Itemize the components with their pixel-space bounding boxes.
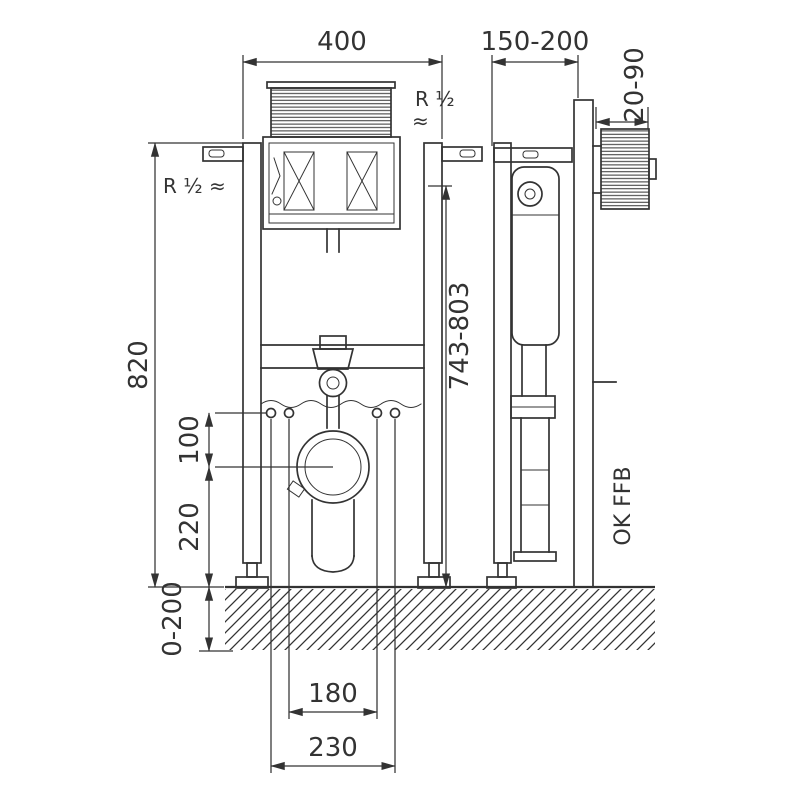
dim-820-label: 820 bbox=[124, 340, 154, 390]
supply-connection-left-label: R ½ ≈ bbox=[163, 174, 226, 198]
floor bbox=[225, 585, 655, 650]
front-left-wall-bracket bbox=[202, 146, 244, 162]
side-base-plate bbox=[486, 576, 517, 589]
flush-bend-socket bbox=[319, 335, 347, 350]
fixing-bolt-outer-right bbox=[389, 407, 401, 419]
dimension-lines bbox=[148, 55, 649, 773]
side-view bbox=[486, 99, 657, 589]
front-left-rail bbox=[242, 142, 262, 564]
dim-0-200-label: 0-200 bbox=[158, 581, 188, 657]
dim-230-label: 230 bbox=[308, 733, 358, 763]
shaft-lid bbox=[266, 81, 396, 89]
dim-100-label: 100 bbox=[175, 415, 205, 465]
side-bracket-slot bbox=[522, 150, 539, 159]
flush-pipe-outlet bbox=[318, 368, 348, 398]
dim-400-label: 400 bbox=[317, 27, 367, 57]
front-left-base-plate bbox=[235, 576, 269, 589]
cistern-side bbox=[511, 166, 560, 346]
fill-valve bbox=[517, 181, 543, 207]
front-right-wall-bracket bbox=[441, 146, 483, 162]
drain-pipe-bend bbox=[311, 555, 355, 573]
fixing-bolt-inner-left bbox=[283, 407, 295, 419]
front-view bbox=[202, 81, 483, 589]
actuator-box bbox=[600, 128, 650, 210]
dim-20-90-label: 20-90 bbox=[620, 47, 650, 123]
dim-743-803-label: 743-803 bbox=[445, 282, 475, 391]
fixing-bolt-inner-right bbox=[371, 407, 383, 419]
cistern-inner-wall bbox=[268, 142, 395, 224]
front-right-rail bbox=[423, 142, 443, 564]
dim-180-label: 180 bbox=[308, 679, 358, 709]
dim-220-label: 220 bbox=[175, 502, 205, 552]
cistern-front bbox=[262, 136, 401, 230]
drain-clamp bbox=[286, 480, 306, 498]
inspection-shaft bbox=[270, 87, 392, 138]
flush-valve-right bbox=[346, 151, 378, 211]
dim-150-200-label: 150-200 bbox=[481, 27, 590, 57]
front-left-foot bbox=[246, 562, 258, 578]
fixing-bolt-outer-left bbox=[265, 407, 277, 419]
float bbox=[272, 196, 282, 206]
flush-valve-left bbox=[283, 151, 315, 211]
supply-connection-top-symbol: ≈ bbox=[412, 109, 429, 133]
front-right-bracket-slot bbox=[459, 149, 476, 158]
flush-bend-body bbox=[311, 348, 355, 370]
finished-floor-label: OK FFB bbox=[611, 466, 636, 545]
wall-panel bbox=[573, 99, 594, 588]
side-foot bbox=[497, 562, 508, 578]
break-line bbox=[260, 400, 422, 408]
supply-connection-top-label: R ½ bbox=[415, 87, 455, 111]
float-arm bbox=[271, 157, 281, 195]
dimension-labels: 400 150-200 20-90 820 100 220 0-200 743-… bbox=[124, 27, 650, 763]
side-wall-bracket bbox=[493, 147, 573, 163]
actuator-knob bbox=[648, 158, 657, 180]
front-right-foot bbox=[428, 562, 440, 578]
floor-hatching bbox=[225, 589, 655, 650]
side-rail bbox=[493, 142, 512, 564]
drain-flange-side bbox=[513, 551, 557, 562]
front-left-bracket-slot bbox=[208, 149, 225, 158]
